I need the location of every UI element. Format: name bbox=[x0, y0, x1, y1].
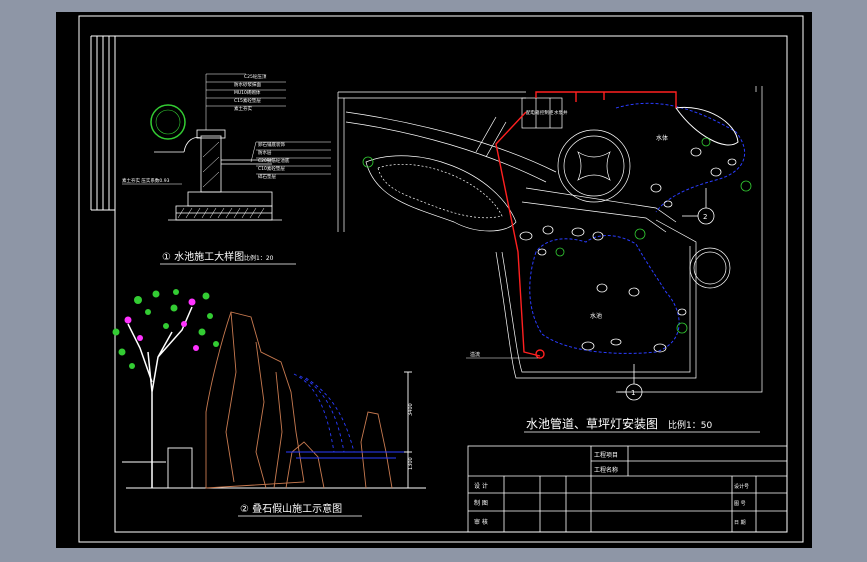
svg-text:素土夯实: 素土夯实 bbox=[234, 105, 252, 112]
title-block-labels: 工程项目 工程名称 设 计 制 图 审 核 设计号 图 号 日 期 bbox=[474, 451, 749, 526]
svg-text:素土夯实 压实系数0.93: 素土夯实 压实系数0.93 bbox=[122, 177, 170, 184]
section-markers bbox=[618, 188, 715, 401]
rockery-dims: 3400 1300 bbox=[408, 403, 414, 470]
svg-text:3400: 3400 bbox=[408, 403, 414, 416]
svg-text:配电箱: 配电箱 bbox=[526, 109, 540, 116]
lawn-lamps bbox=[362, 137, 752, 334]
pool-rocks bbox=[519, 147, 737, 353]
svg-text:C20钢筋砼池底: C20钢筋砼池底 bbox=[258, 157, 290, 164]
tree-canopy bbox=[112, 289, 219, 369]
svg-text:制 图: 制 图 bbox=[474, 499, 488, 507]
title-block bbox=[467, 445, 788, 533]
svg-text:C25砼压顶: C25砼压顶 bbox=[244, 73, 267, 80]
plan-labels: 配电箱 控制柜 水泵井 水池 水体 溢流 bbox=[466, 109, 668, 359]
svg-text:控制柜: 控制柜 bbox=[540, 109, 554, 116]
detail-2-title: ② 叠石假山施工示意图 bbox=[238, 502, 362, 517]
plan-title: 水池管道、草坪灯安装图 比例1：50 bbox=[524, 416, 760, 433]
pool-section-notes: C25砼压顶 防水砂浆抹面 MU10砖砌体 C15素砼垫层 素土夯实 卵石铺底装… bbox=[122, 73, 290, 184]
svg-text:溢流: 溢流 bbox=[470, 351, 480, 358]
svg-text:工程名称: 工程名称 bbox=[594, 466, 618, 474]
cad-drawing: C25砼压顶 防水砂浆抹面 MU10砖砌体 C15素砼垫层 素土夯实 卵石铺底装… bbox=[78, 15, 804, 543]
svg-text:水体: 水体 bbox=[656, 134, 668, 142]
svg-text:C15素砼垫层: C15素砼垫层 bbox=[234, 97, 261, 104]
svg-text:审 核: 审 核 bbox=[474, 518, 488, 526]
inner-frame bbox=[114, 35, 788, 533]
svg-text:2: 2 bbox=[703, 213, 707, 221]
main-pool bbox=[529, 102, 746, 354]
svg-text:1: 1 bbox=[631, 389, 635, 397]
svg-text:防水层: 防水层 bbox=[258, 149, 272, 156]
svg-text:1300: 1300 bbox=[408, 457, 414, 470]
svg-text:比例1：50: 比例1：50 bbox=[668, 419, 712, 431]
pipe-network bbox=[495, 91, 677, 359]
pool-section-detail bbox=[122, 73, 331, 221]
svg-text:② 叠石假山施工示意图: ② 叠石假山施工示意图 bbox=[240, 502, 342, 515]
svg-text:碎石垫层: 碎石垫层 bbox=[258, 173, 276, 180]
site-plan bbox=[337, 86, 763, 393]
svg-text:比例1：20: 比例1：20 bbox=[244, 254, 274, 262]
svg-text:防水砂浆抹面: 防水砂浆抹面 bbox=[234, 81, 261, 88]
svg-text:工程项目: 工程项目 bbox=[594, 451, 618, 459]
svg-text:设计号: 设计号 bbox=[734, 483, 749, 490]
binding-strip bbox=[90, 35, 116, 211]
rockery-detail bbox=[122, 306, 426, 489]
svg-text:水泵井: 水泵井 bbox=[554, 109, 568, 116]
svg-text:日 期: 日 期 bbox=[734, 520, 746, 526]
svg-text:图 号: 图 号 bbox=[734, 501, 746, 507]
cad-viewport[interactable]: C25砼压顶 防水砂浆抹面 MU10砖砌体 C15素砼垫层 素土夯实 卵石铺底装… bbox=[56, 12, 812, 548]
drawing-frame bbox=[78, 15, 804, 543]
svg-text:卵石铺底装饰: 卵石铺底装饰 bbox=[258, 141, 285, 148]
svg-text:① 水池施工大样图: ① 水池施工大样图 bbox=[162, 250, 244, 263]
svg-text:MU10砖砌体: MU10砖砌体 bbox=[234, 89, 261, 96]
detail-1-title: ① 水池施工大样图 比例1：20 bbox=[160, 250, 296, 265]
svg-text:水池管道、草坪灯安装图: 水池管道、草坪灯安装图 bbox=[526, 416, 658, 431]
svg-text:C10素砼垫层: C10素砼垫层 bbox=[258, 165, 285, 172]
svg-text:设 计: 设 计 bbox=[474, 482, 488, 490]
svg-text:水池: 水池 bbox=[590, 312, 602, 320]
marker-labels: 1 2 bbox=[631, 213, 707, 397]
